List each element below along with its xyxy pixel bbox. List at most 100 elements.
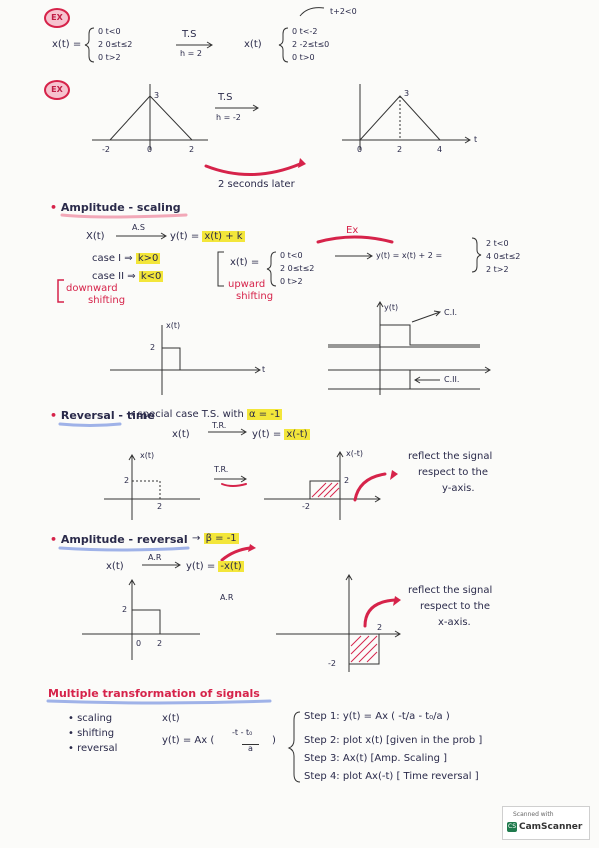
amp-scaling-ex-lhs: x(t) = (230, 257, 260, 268)
reversal-plot2-tick: -2 (302, 502, 310, 511)
upward-label: upward (228, 279, 266, 290)
ex2-right-tick-1: 0 (357, 145, 363, 154)
amp-scaling-ex-rhs-row-1: 2 t<0 (486, 239, 509, 248)
amp-reversal-plot2-tick: 2 (377, 623, 383, 632)
amp-reversal-plot2-neg: -2 (328, 659, 336, 668)
amp-reversal-ar-label: A.R (220, 593, 234, 602)
ex1-lhs-label: x(t) = (52, 39, 82, 50)
amp-reversal-note-2: respect to the (420, 601, 490, 612)
multiple-frac-num: -t - t₀ (232, 728, 253, 737)
case-2-text: case II ⇒ (92, 271, 136, 282)
multiple-step-2: Step 2: plot x(t) [given in the prob ] (304, 735, 483, 746)
camscanner-logo-icon: CS (507, 822, 517, 832)
reversal-formula-right-text: y(t) = (252, 429, 282, 440)
plot-xt-two: 2 (150, 343, 156, 352)
ex1-lhs-row-3: 0 t>2 (98, 53, 121, 62)
reversal-special-text: → special case T.S. with (126, 409, 244, 420)
reversal-note-3: y-axis. (442, 483, 475, 494)
reversal-formula-left: x(t) (172, 429, 190, 440)
multiple-step-1: Step 1: y(t) = Ax ( -t/a - t₀/a ) (304, 711, 450, 722)
amp-reversal-formula-right: y(t) = -x(t) (186, 561, 244, 572)
plot-ci-label: C.I. (444, 308, 458, 317)
multiple-bullet-1: • scaling (68, 713, 113, 724)
amp-scaling-formula-highlight: x(t) + k (202, 231, 245, 242)
plot-xt-axis-t: t (262, 365, 266, 374)
ex2-right-tick-2: 2 (397, 145, 403, 154)
ex1-arrow-sub: h = 2 (180, 49, 202, 58)
amp-reversal-plot1-two: 2 (122, 605, 128, 614)
amp-scaling-ex-mid: y(t) = x(t) + 2 = (376, 251, 443, 260)
amp-reversal-formula-right-text: y(t) = (186, 561, 216, 572)
ex1-lhs-row-2: 2 0≤t≤2 (98, 40, 133, 49)
amp-reversal-beta: → β = -1 (192, 533, 239, 544)
reversal-plot1-label: x(t) (140, 451, 155, 460)
multiple-yt-close: ) (272, 735, 276, 746)
ex2-right-tick-3: 4 (437, 145, 443, 154)
multiple-xt: x(t) (162, 713, 180, 724)
case-1-highlight: k>0 (135, 253, 161, 264)
reversal-tr-label: T.R. (214, 465, 229, 474)
amp-scaling-arrow-label: A.S (132, 223, 145, 232)
bullet-dot: • (50, 201, 58, 214)
bullet-dot: • (50, 533, 58, 546)
reversal-formula-right: y(t) = x(-t) (252, 429, 310, 440)
amp-scaling-ex-lhs-row-3: 0 t>2 (280, 277, 303, 286)
amp-reversal-heading-text: Amplitude - reversal (60, 533, 188, 546)
ex2-left-peak: 3 (154, 91, 160, 100)
multiple-frac-den: a (242, 744, 259, 753)
plot-xt-label: x(t) (166, 321, 181, 330)
amp-scaling-ex-lhs-row-1: 0 t<0 (280, 251, 303, 260)
amp-reversal-arrow-label: A.R (148, 553, 162, 562)
amp-scaling-ex-rhs-row-3: 2 t>2 (486, 265, 509, 274)
watermark-line-2: CamScanner (519, 822, 583, 832)
amp-reversal-note-1: reflect the signal (408, 585, 493, 596)
reversal-plot2-label: x(-t) (346, 449, 363, 458)
amp-scaling-heading-text: Amplitude - scaling (60, 201, 181, 214)
ex2-right-peak: 3 (404, 89, 410, 98)
ex1-rhs-row-2: 2 -2≤t≤0 (292, 40, 330, 49)
multiple-heading: Multiple transformation of signals (48, 687, 260, 700)
reversal-special-note: → special case T.S. with α = -1 (126, 409, 283, 420)
plot-cii-label: C.II. (444, 375, 460, 384)
amp-scaling-formula-left: X(t) (86, 231, 105, 242)
reversal-plot2-two: 2 (344, 476, 350, 485)
amp-scaling-case-1: case I ⇒ k>0 (92, 253, 161, 264)
reversal-arrow-label: T.R. (212, 421, 227, 430)
reversal-formula-highlight: x(-t) (284, 429, 310, 440)
upward-shifting-label: shifting (236, 291, 274, 302)
multiple-step-3: Step 3: Ax(t) [Amp. Scaling ] (304, 753, 448, 764)
multiple-bullet-2: • shifting (68, 728, 115, 739)
amp-reversal-heading: • Amplitude - reversal (50, 534, 188, 545)
plot-yt-label: y(t) (384, 303, 399, 312)
reversal-plot1-two: 2 (124, 476, 130, 485)
example-badge-2: EX (44, 80, 70, 100)
reversal-note-2: respect to the (418, 467, 488, 478)
reversal-plot1-tick: 2 (157, 502, 163, 511)
amp-reversal-formula-highlight: -x(t) (218, 561, 244, 572)
ex1-arrow-label: T.S (182, 29, 197, 40)
multiple-yt: y(t) = Ax ( (162, 735, 215, 746)
amp-scaling-ex-label: Ex (346, 225, 359, 236)
multiple-bullet-1-text: scaling (77, 713, 113, 724)
bullet-dot: • (50, 409, 58, 422)
amp-scaling-formula-right: y(t) = x(t) + k (170, 231, 245, 242)
reversal-special-highlight: α = -1 (247, 409, 283, 420)
ex2-arrow-sub: h = -2 (216, 113, 241, 122)
multiple-bullet-3-text: reversal (77, 743, 118, 754)
multiple-bullet-3: • reversal (68, 743, 118, 754)
example-badge-1: EX (44, 8, 70, 28)
amp-scaling-formula-right-text: y(t) = (170, 231, 200, 242)
ex2-left-tick-1: -2 (102, 145, 110, 154)
amp-scaling-case-2: case II ⇒ k<0 (92, 271, 164, 282)
camscanner-watermark: Scanned with CS CamScanner (502, 806, 590, 840)
multiple-bullet-2-text: shifting (77, 728, 115, 739)
ex2-left-tick-2: 0 (147, 145, 153, 154)
case-2-highlight: k<0 (138, 271, 164, 282)
ex1-rhs-note: t+2<0 (330, 7, 357, 16)
reversal-note-1: reflect the signal (408, 451, 493, 462)
watermark-line-1: Scanned with (513, 811, 554, 818)
amp-scaling-ex-lhs-row-2: 2 0≤t≤2 (280, 264, 315, 273)
ex1-rhs-row-1: 0 t<-2 (292, 27, 318, 36)
